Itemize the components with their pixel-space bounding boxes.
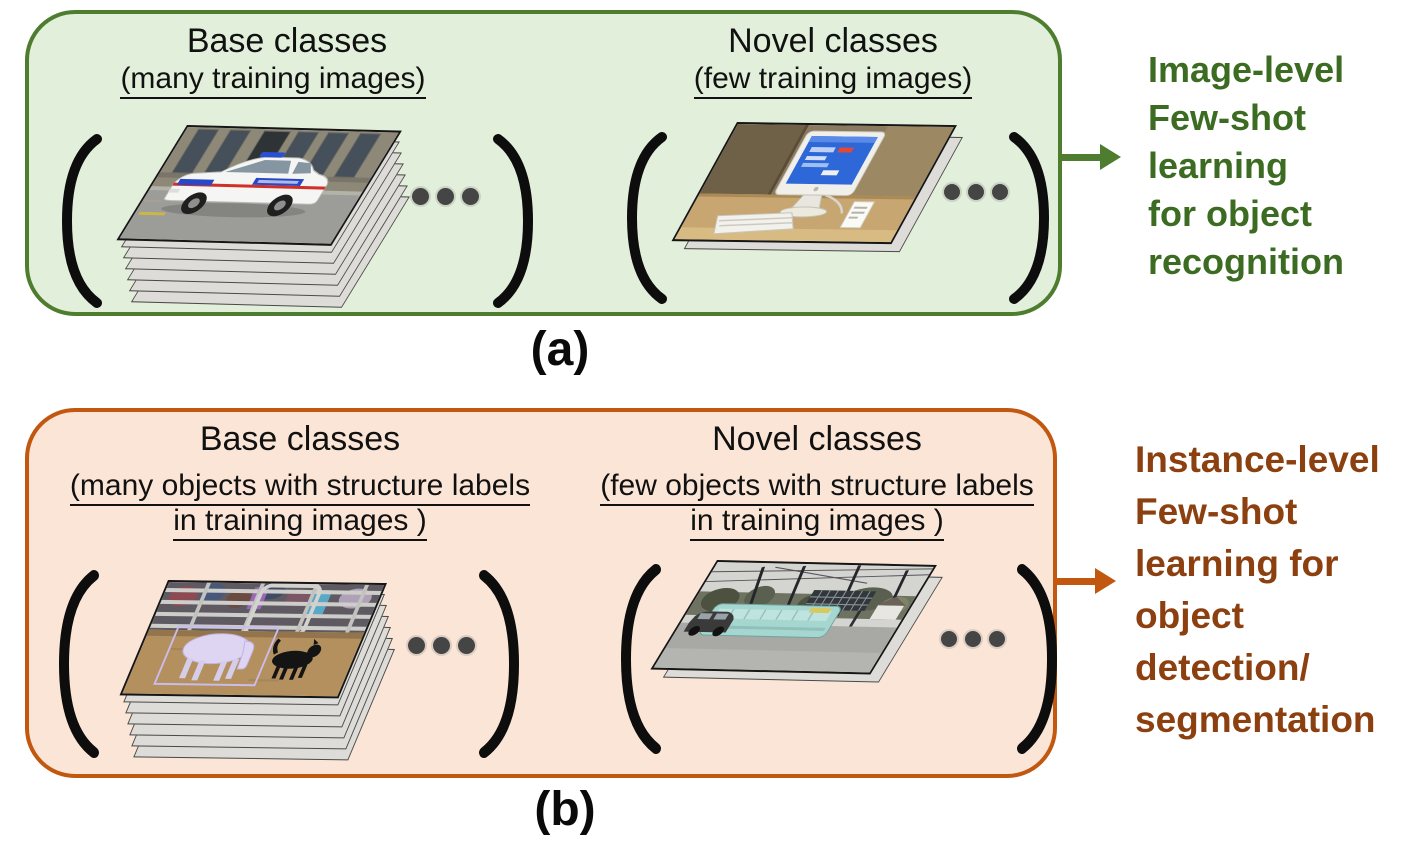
ellipsis-dots-icon bbox=[412, 188, 479, 205]
result-line: recognition bbox=[1148, 241, 1344, 282]
police-car-street-photo bbox=[116, 125, 402, 246]
ellipsis-dot bbox=[462, 188, 479, 205]
ellipsis-dots-icon bbox=[941, 631, 1005, 647]
ellipsis-dot bbox=[941, 631, 957, 647]
arrow-right-icon bbox=[1055, 568, 1116, 594]
tram-segmentation-mask-street-photo bbox=[650, 560, 937, 675]
novel-classes-title-b: Novel classes bbox=[712, 420, 922, 458]
panel-a-label: (a) bbox=[530, 323, 590, 376]
result-line: Instance-level bbox=[1135, 439, 1380, 480]
novel-classes-title-a: Novel classes bbox=[728, 22, 938, 60]
result-line: detection/ bbox=[1135, 647, 1310, 688]
bracket-right-icon bbox=[1017, 564, 1058, 754]
bracket-right-icon bbox=[1009, 132, 1050, 304]
tram-illustration bbox=[653, 562, 934, 673]
cow-segmentation-mask-dog-photo bbox=[119, 580, 387, 699]
base-classes-title-a: Base classes bbox=[186, 22, 388, 60]
novel-classes-subtitle-b-line2: in training images ) bbox=[577, 504, 1057, 541]
result-line: for object bbox=[1148, 193, 1313, 234]
imac-illustration bbox=[674, 124, 954, 243]
ellipsis-dot bbox=[458, 637, 475, 654]
base-classes-subtitle-a: (many training images) bbox=[73, 62, 473, 99]
result-text-b: Instance-level Few-shot learning for obj… bbox=[1135, 434, 1380, 746]
bracket-left-icon bbox=[58, 570, 99, 758]
ellipsis-dot bbox=[408, 637, 425, 654]
bracket-right-icon bbox=[479, 570, 520, 758]
bracket-left-icon bbox=[626, 132, 667, 304]
ellipsis-dot bbox=[433, 637, 450, 654]
ellipsis-dots-icon bbox=[944, 184, 1008, 200]
ellipsis-dot bbox=[968, 184, 984, 200]
ellipsis-dot bbox=[944, 184, 960, 200]
base-classes-subtitle-b-line1: (many objects with structure labels bbox=[60, 469, 540, 506]
result-line: learning for bbox=[1135, 543, 1339, 584]
result-line: Few-shot bbox=[1148, 97, 1306, 138]
novel-classes-subtitle-a: (few training images) bbox=[633, 62, 1033, 99]
ellipsis-dot bbox=[412, 188, 429, 205]
ellipsis-dot bbox=[965, 631, 981, 647]
police-car-illustration bbox=[119, 127, 399, 244]
ellipsis-dots-icon bbox=[408, 637, 475, 654]
imac-computer-desk-photo bbox=[671, 122, 957, 245]
bracket-left-icon bbox=[620, 564, 661, 754]
result-line: Image-level bbox=[1148, 49, 1345, 90]
cow-dog-illustration bbox=[122, 582, 385, 697]
bracket-left-icon bbox=[61, 134, 102, 308]
ellipsis-dot bbox=[437, 188, 454, 205]
ellipsis-dot bbox=[989, 631, 1005, 647]
arrow-right-icon bbox=[1060, 144, 1121, 170]
panel-b-label: (b) bbox=[534, 783, 596, 836]
base-classes-subtitle-b-line2: in training images ) bbox=[60, 504, 540, 541]
result-line: segmentation bbox=[1135, 699, 1376, 740]
bracket-right-icon bbox=[493, 134, 534, 308]
result-line: learning bbox=[1148, 145, 1289, 186]
base-classes-title-b: Base classes bbox=[199, 420, 401, 458]
ellipsis-dot bbox=[992, 184, 1008, 200]
result-line: Few-shot bbox=[1135, 491, 1298, 532]
result-line: object bbox=[1135, 595, 1244, 636]
novel-classes-subtitle-b-line1: (few objects with structure labels bbox=[577, 469, 1057, 506]
result-text-a: Image-level Few-shot learning for object… bbox=[1148, 46, 1344, 286]
